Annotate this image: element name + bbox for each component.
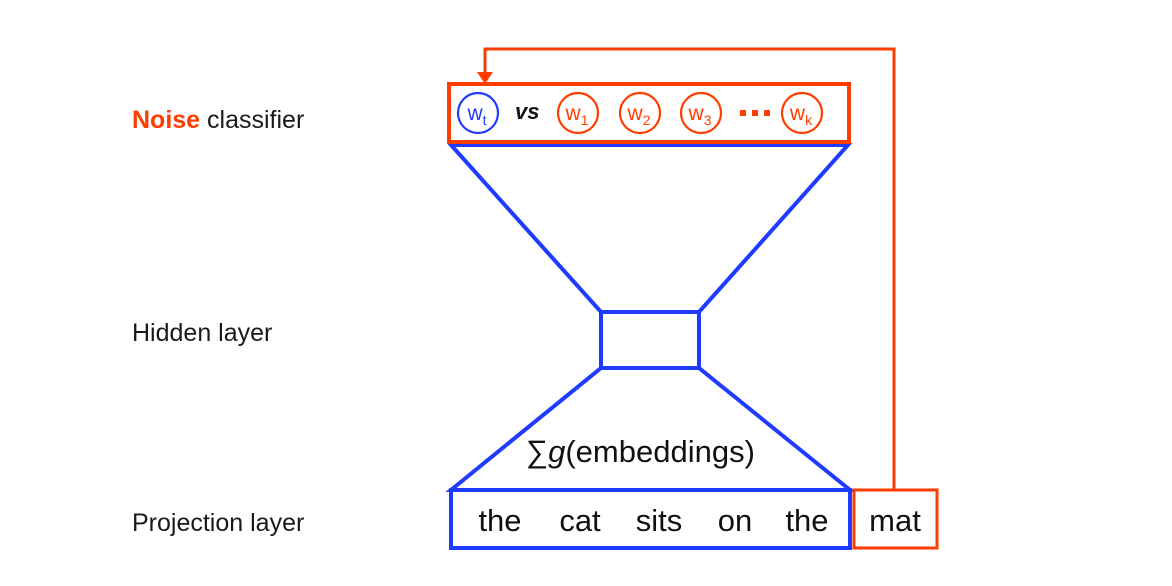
ellipsis-dot — [740, 110, 746, 116]
context-word: on — [718, 503, 752, 538]
word-token-circle — [618, 91, 662, 135]
noise-classifier-label: Noise classifier — [132, 106, 304, 134]
word-token-label: w2 — [627, 102, 651, 128]
word-token-base: w — [627, 102, 644, 125]
word-token-circle — [456, 91, 500, 135]
vs-label: vs — [515, 99, 539, 124]
noise-classifier-box — [447, 82, 851, 144]
word-token-subscript: 3 — [704, 112, 712, 128]
hidden-layer-box — [599, 310, 701, 370]
upper-funnel — [446, 143, 853, 314]
ellipsis-dot — [764, 110, 770, 116]
context-word: cat — [559, 503, 601, 538]
word-token-base: w — [466, 102, 483, 125]
word-token-circle — [556, 91, 600, 135]
word-token-subscript: t — [483, 112, 487, 128]
word-token-circle — [679, 91, 723, 135]
word-token-base: w — [688, 102, 705, 125]
projection-layer-label: Projection layer — [132, 509, 304, 537]
ellipsis-dot — [752, 110, 758, 116]
lower-funnel — [445, 366, 856, 492]
target-word-box — [852, 488, 939, 550]
word-token-label: w3 — [688, 102, 712, 128]
feedback-arrow-head — [477, 72, 493, 84]
word-token-label: wt — [466, 102, 486, 128]
word-token-base: w — [789, 102, 806, 125]
sum-argument: (embeddings) — [565, 434, 755, 469]
word-token-subscript: 2 — [643, 112, 651, 128]
sum-symbol: ∑ — [526, 434, 548, 469]
classifier-word: classifier — [200, 106, 304, 134]
hidden-layer-label: Hidden layer — [132, 319, 272, 347]
target-word: mat — [869, 503, 921, 538]
context-words-box — [449, 488, 852, 550]
word-token-subscript: k — [805, 112, 813, 128]
noise-word: Noise — [132, 106, 200, 134]
word-token-label: w1 — [565, 102, 589, 128]
word-token-base: w — [565, 102, 582, 125]
context-word: the — [478, 503, 521, 538]
feedback-arrow-line — [483, 47, 896, 490]
word-token-label: wk — [789, 102, 813, 128]
sum-function: g — [548, 434, 565, 469]
word-token-circle — [780, 91, 824, 135]
context-word: the — [785, 503, 828, 538]
context-word: sits — [636, 503, 683, 538]
word-token-subscript: 1 — [581, 112, 589, 128]
sum-embeddings-label: ∑g(embeddings) — [526, 434, 755, 469]
